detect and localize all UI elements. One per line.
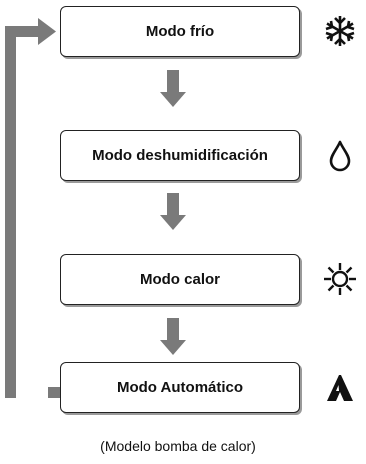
diagram-caption: (Modelo bomba de calor) (100, 438, 256, 454)
auto-mode-icon (327, 375, 353, 401)
mode-box-heat: Modo calor (60, 254, 300, 305)
sun-icon (324, 263, 356, 295)
down-arrow-1 (160, 70, 186, 107)
mode-box-dehumidify: Modo deshumidificación (60, 130, 300, 181)
return-loop-arrow (5, 18, 62, 398)
mode-box-auto: Modo Automático (60, 362, 300, 413)
mode-box-cool: Modo frío (60, 6, 300, 57)
down-arrow-3 (160, 318, 186, 355)
water-drop-icon (329, 140, 351, 172)
snowflake-icon (325, 16, 355, 46)
down-arrow-2 (160, 193, 186, 230)
